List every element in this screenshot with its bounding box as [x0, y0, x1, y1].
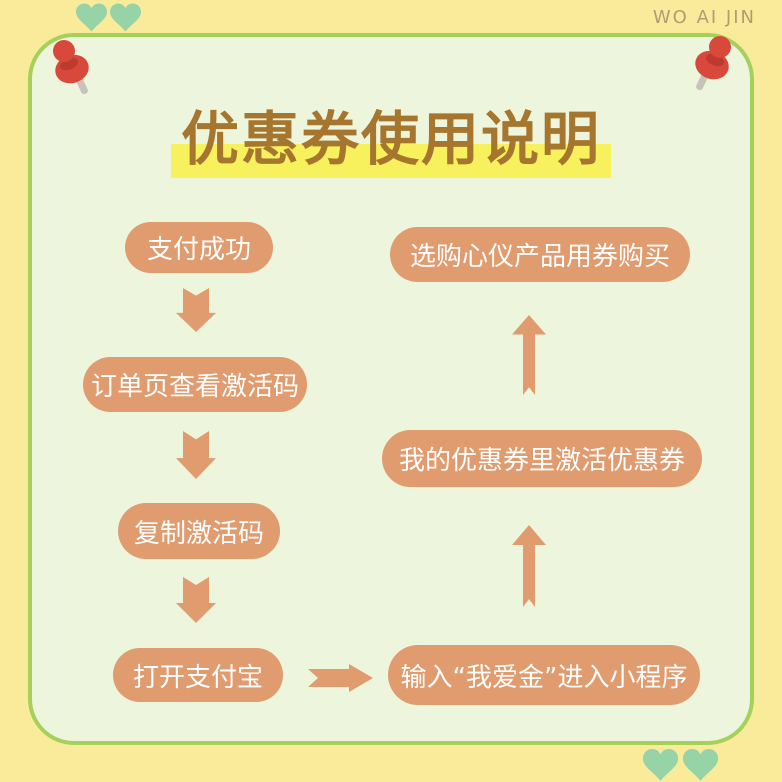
heart-icon	[642, 749, 679, 781]
arrow-right-icon	[308, 664, 373, 692]
step-activate-coupon: 我的优惠券里激活优惠券	[382, 430, 702, 487]
title-block: 优惠券使用说明	[0, 101, 782, 179]
arrow-down-icon	[176, 431, 216, 479]
heart-icon	[76, 3, 107, 32]
arrow-down-icon	[176, 288, 216, 332]
brand-text: WO AI JIN	[652, 7, 756, 28]
arrow-down-icon	[176, 577, 216, 623]
heart-icon	[110, 3, 141, 32]
heart-icon	[682, 749, 719, 781]
arrow-up-icon	[512, 525, 546, 607]
step-open-alipay: 打开支付宝	[113, 648, 283, 702]
step-order-page-view-code: 订单页查看激活码	[83, 357, 307, 412]
arrow-up-icon	[512, 315, 546, 395]
pushpin-icon	[53, 40, 89, 95]
pushpin-icon	[695, 36, 731, 91]
page-title: 优惠券使用说明	[170, 101, 611, 179]
step-buy-with-coupon: 选购心仪产品用券购买	[390, 227, 690, 282]
step-enter-miniprogram: 输入“我爱金”进入小程序	[388, 645, 700, 705]
step-copy-activation-code: 复制激活码	[118, 503, 280, 559]
step-payment-success: 支付成功	[125, 222, 273, 273]
